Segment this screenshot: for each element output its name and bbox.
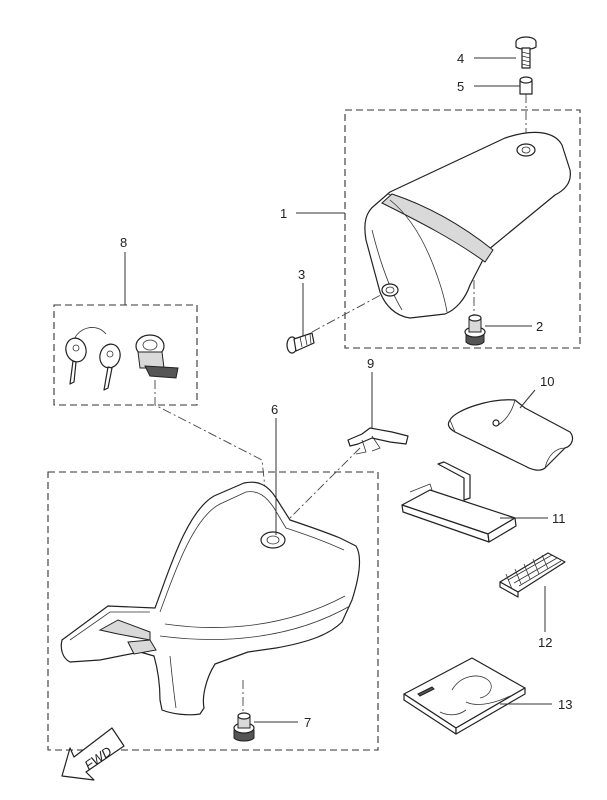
assembly-line-bolt <box>311 289 391 333</box>
callout-12: 12 <box>538 635 552 650</box>
group-box-front-seat <box>47 471 379 751</box>
group-box-key-set <box>53 304 198 406</box>
lock-cylinder-icon <box>135 334 179 379</box>
tool-bag-icon <box>447 399 574 471</box>
key-set-icon <box>65 327 121 391</box>
seat-hook-icon <box>347 427 409 455</box>
callout-1: 1 <box>280 206 287 221</box>
callout-11: 11 <box>552 511 566 526</box>
tool-strip-icon <box>499 552 566 598</box>
leader-10 <box>519 389 536 409</box>
callout-8: 8 <box>120 235 127 250</box>
front-seat-icon <box>60 481 361 716</box>
group-box-rear-seat <box>344 109 581 349</box>
owners-manual-icon <box>403 657 526 735</box>
collar-icon <box>519 76 533 95</box>
callout-5: 5 <box>457 79 464 94</box>
callout-2: 2 <box>536 319 543 334</box>
rear-seat-cowl-icon <box>364 131 571 319</box>
bolt-icon <box>515 36 537 69</box>
side-bolt-icon <box>286 332 315 354</box>
callout-3: 3 <box>298 267 305 282</box>
assembly-line-hook <box>277 447 361 531</box>
callout-10: 10 <box>540 374 554 389</box>
rear-damper-icon <box>464 314 486 346</box>
callout-9: 9 <box>367 356 374 371</box>
callout-13: 13 <box>558 697 572 712</box>
callout-7: 7 <box>304 715 311 730</box>
callout-4: 4 <box>457 51 464 66</box>
front-damper-icon <box>233 712 255 742</box>
forward-direction-arrow: FWD <box>61 727 125 781</box>
callout-6: 6 <box>271 402 278 417</box>
tool-tray-icon <box>401 461 517 543</box>
